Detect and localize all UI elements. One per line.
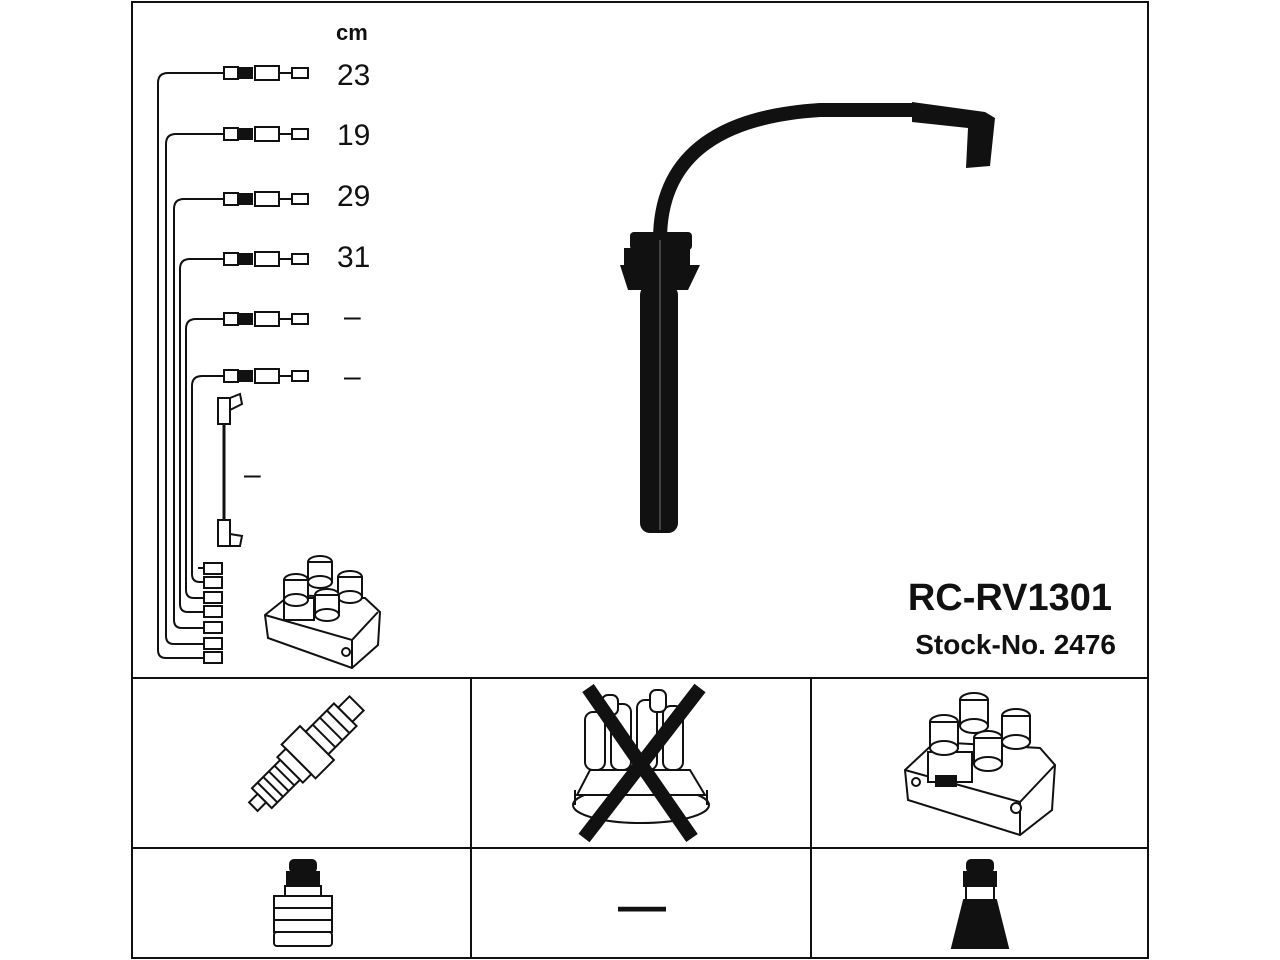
coil-boot-connector-icon — [950, 859, 1010, 949]
lead-length-7: – — [244, 458, 261, 491]
crossed-out-mark — [578, 683, 706, 843]
connector-row-3 — [223, 191, 309, 207]
ignition-coil-small-drawing — [263, 555, 382, 670]
product-code: RC-RV1301 — [908, 577, 1112, 619]
connector-row-1 — [223, 65, 309, 81]
lead-length-5: – — [344, 300, 361, 333]
coil-lead — [217, 392, 244, 547]
lead-length-4: 31 — [337, 241, 370, 274]
stock-number: Stock-No. 2476 — [915, 629, 1116, 660]
ignition-lead-illustration — [620, 102, 995, 533]
lead-length-2: 19 — [337, 119, 370, 152]
coil-towers-small — [283, 555, 363, 622]
lead-length-6: – — [344, 360, 361, 393]
frame — [131, 1, 1149, 959]
ignition-coil-icon — [903, 692, 1057, 837]
lead-length-1: 23 — [337, 59, 370, 92]
no-connector-dash: — — [618, 880, 666, 933]
harness-wires — [157, 72, 224, 659]
connector-row-6 — [223, 368, 309, 384]
spark-plug-icon — [247, 694, 366, 813]
unit-label: cm — [336, 20, 368, 45]
lead-lengths: 23 19 29 31 – – – — [244, 59, 370, 491]
connector-row-5 — [223, 311, 309, 327]
lead-length-3: 29 — [337, 180, 370, 213]
connector-row-4 — [223, 251, 309, 267]
connector-row-2 — [223, 126, 309, 142]
terminal-stack — [203, 562, 223, 664]
wire-connectors — [203, 65, 309, 664]
plug-boot-connector-icon — [273, 859, 333, 947]
distributor-cap-icon — [572, 683, 710, 843]
